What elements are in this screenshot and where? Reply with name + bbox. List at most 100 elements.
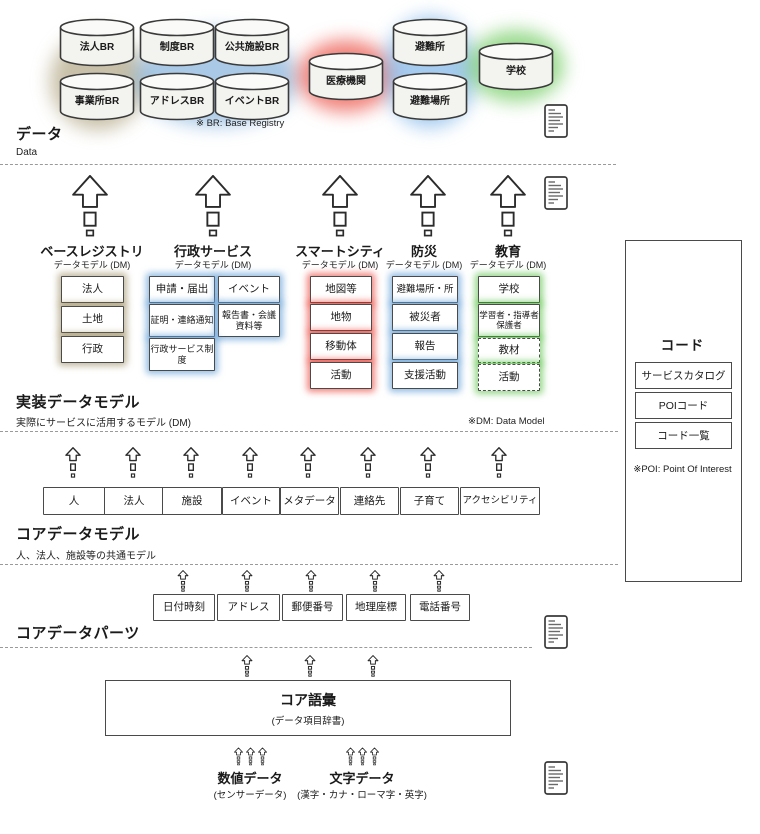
core-model-box: メタデータ [280, 487, 339, 515]
section-title-data: データ [16, 126, 63, 143]
code-box: コード一覧 [635, 422, 732, 449]
impl-box: 地図等 [310, 276, 372, 303]
core-vocab-box: コア語彙 (データ項目辞書) [105, 680, 511, 736]
cylinder-hinanjo: 避難所 [392, 18, 468, 68]
up-arrow-icon [300, 447, 316, 480]
up-arrow-icon [409, 175, 447, 237]
up-arrow-icon [305, 570, 317, 592]
impl-column-subtitle: データモデル (DM) [53, 260, 131, 270]
bottom-subtitle-moji: (漢字・カナ・ローマ字・英字) [297, 790, 427, 801]
impl-box: 法人 [61, 276, 124, 303]
cylinder-seido-br: 制度BR [139, 18, 215, 68]
document-icon [544, 104, 568, 138]
up-arrow-icon [491, 447, 507, 480]
up-arrow-icon [358, 747, 367, 766]
impl-column-subtitle: データモデル (DM) [301, 260, 379, 270]
cylinder-koukyoushisetsu-br: 公共施設BR [214, 18, 290, 68]
up-arrow-icon [234, 747, 243, 766]
impl-box: 学校 [478, 276, 540, 303]
core-model-box: 法人 [104, 487, 164, 515]
document-icon [544, 761, 568, 795]
up-arrow-icon [360, 447, 376, 480]
impl-box-dashed: 教材 [478, 338, 540, 363]
up-arrow-icon [258, 747, 267, 766]
section-divider [0, 647, 532, 648]
bottom-title-moji: 文字データ [329, 771, 395, 786]
up-arrow-icon [369, 570, 381, 592]
bottom-title-suuchi: 数値データ [217, 771, 283, 786]
up-arrow-icon [194, 175, 232, 237]
up-arrow-icon [125, 447, 141, 480]
up-arrow-icon [246, 747, 255, 766]
impl-box: 報告 [392, 333, 458, 360]
up-arrow-icon [346, 747, 355, 766]
impl-box: 証明・連絡通知 [149, 304, 215, 337]
cylinder-iryoukikan: 医療機関 [308, 52, 384, 102]
poi-note: ※POI: Point Of Interest [633, 464, 732, 475]
br-note: ※ BR: Base Registry [196, 118, 285, 129]
impl-box: 活動 [310, 362, 372, 389]
up-arrow-icon [367, 655, 379, 677]
cylinder-label: 事業所BR [74, 96, 120, 107]
cylinder-hinanbasho: 避難場所 [392, 72, 468, 122]
core-model-box: 人 [43, 487, 105, 515]
impl-box: 被災者 [392, 304, 458, 331]
cylinder-label: 避難所 [415, 42, 445, 53]
cylinder-label: イベントBR [224, 96, 280, 107]
impl-column-title-smartcity: スマートシティ [295, 244, 385, 259]
up-arrow-icon [177, 570, 189, 592]
core-parts-box: アドレス [217, 594, 280, 621]
impl-column-title-gyousei-service: 行政サービス [173, 244, 252, 259]
impl-box: 学習者・指導者保護者 [478, 304, 540, 337]
cylinder-jigyousho-br: 事業所BR [59, 72, 135, 122]
cylinder-label: 制度BR [159, 42, 195, 53]
up-arrow-icon [183, 447, 199, 480]
section-title-impl: 実装データモデル [16, 394, 141, 411]
code-box: POIコード [635, 392, 732, 419]
up-arrow-icon [433, 570, 445, 592]
impl-box-dashed: 活動 [478, 364, 540, 391]
impl-box: 行政 [61, 336, 124, 363]
impl-box: 行政サービス制度 [149, 338, 215, 371]
up-arrow-icon [304, 655, 316, 677]
impl-box: 申請・届出 [149, 276, 215, 303]
up-arrow-icon [242, 447, 258, 480]
up-arrow-icon [420, 447, 436, 480]
cylinder-event-br: イベントBR [214, 72, 290, 122]
impl-box: 移動体 [310, 333, 372, 360]
section-divider [0, 564, 618, 565]
section-subtitle-core-model: 人、法人、施設等の共通モデル [16, 551, 156, 562]
cylinder-label: 学校 [506, 66, 526, 77]
core-model-box: アクセシビリティ [460, 487, 540, 515]
dm-note: ※DM: Data Model [468, 416, 545, 427]
section-title-core-parts: コアデータパーツ [16, 625, 140, 642]
cylinder-label: 避難場所 [410, 96, 450, 107]
impl-box: イベント [218, 276, 280, 303]
cylinder-label: アドレスBR [149, 96, 205, 107]
section-subtitle-data: Data [16, 147, 38, 158]
section-subtitle-impl: 実際にサービスに活用するモデル (DM) [16, 418, 191, 429]
core-parts-box: 電話番号 [410, 594, 470, 621]
document-icon [544, 615, 568, 649]
section-divider [0, 164, 616, 165]
cylinder-gakkou: 学校 [478, 42, 554, 92]
core-vocab-title: コア語彙 [280, 691, 336, 708]
core-model-box: 子育て [400, 487, 459, 515]
cylinder-label: 公共施設BR [224, 42, 280, 53]
code-panel-title: コード [660, 338, 705, 353]
code-box: サービスカタログ [635, 362, 732, 389]
cylinder-label: 医療機関 [326, 76, 366, 87]
impl-column-subtitle: データモデル (DM) [469, 260, 547, 270]
impl-column-title-bousai: 防災 [410, 244, 437, 259]
core-parts-box: 地理座標 [346, 594, 406, 621]
cylinder-label: 法人BR [79, 42, 115, 53]
impl-box: 土地 [61, 306, 124, 333]
up-arrow-icon [489, 175, 527, 237]
impl-column-subtitle: データモデル (DM) [174, 260, 252, 270]
up-arrow-icon [321, 175, 359, 237]
impl-column-title-base-registry: ベースレジストリ [40, 244, 144, 259]
section-title-core-model: コアデータモデル [16, 526, 141, 543]
section-divider [0, 431, 618, 432]
impl-column-title-kyouiku: 教育 [494, 244, 521, 259]
